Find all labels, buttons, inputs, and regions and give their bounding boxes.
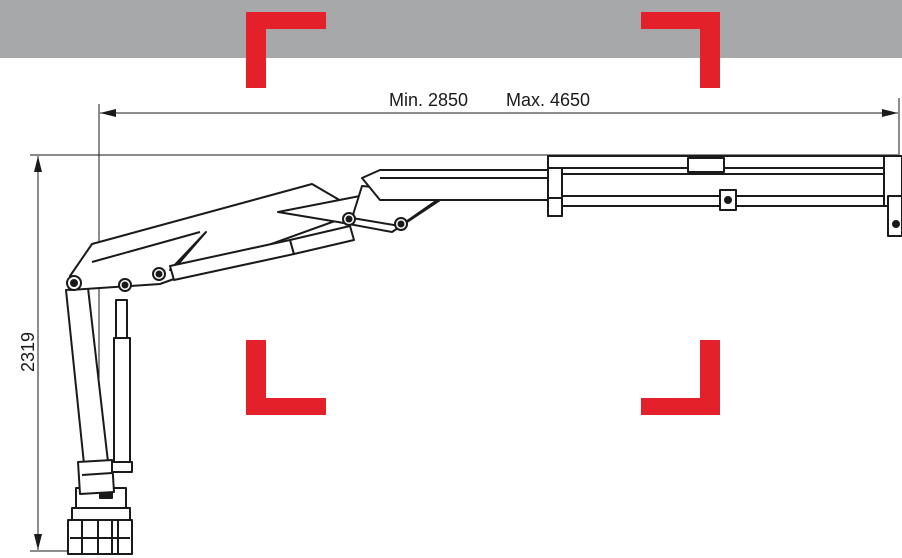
crane-arm-icon [65,155,902,555]
reach-min-label: Min. 2850 [389,90,468,110]
pivot-pins [66,196,900,292]
reach-arrow-right-icon [882,109,898,117]
telescopic-extensions [547,155,902,237]
focus-bracket-top-left-icon [246,12,326,88]
crane-column [65,287,115,495]
reach-max-label: Max. 4650 [506,90,590,110]
crane-base [67,487,133,555]
height-label: 2319 [18,332,38,372]
reach-dimension [98,98,900,552]
focus-bracket-bottom-right-icon [641,340,720,415]
focus-bracket-bottom-left-icon [246,340,326,415]
focus-bracket-top-right-icon [641,12,720,88]
header-band [0,0,902,58]
knuckle-plate [277,169,549,233]
lift-cylinder [111,299,133,473]
outer-boom-cylinder [169,225,355,281]
height-dimension [30,154,898,552]
height-arrow-top-icon [34,156,42,172]
focus-brackets [246,12,720,415]
height-arrow-bottom-icon [34,534,42,550]
pivot-pin-icon [892,220,900,228]
pivot-pin-icon [724,196,732,204]
reach-arrow-left-icon [100,109,116,117]
